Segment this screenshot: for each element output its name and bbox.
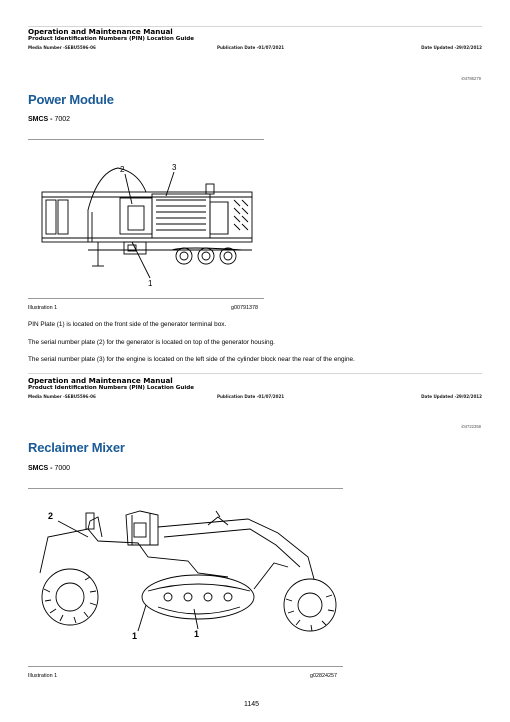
- caption-label: Illustration 1: [28, 673, 58, 679]
- header-rule: [28, 26, 482, 27]
- figure-bottom-rule: [28, 666, 343, 667]
- section-title: Reclaimer Mixer: [28, 440, 125, 455]
- callout-1: 1: [194, 629, 199, 639]
- smcs-code: SMCS - 7002: [28, 116, 71, 123]
- callout-1: 1: [132, 631, 137, 641]
- date-updated: Date Updated -29/02/2012: [421, 394, 482, 399]
- publication-date: Publication Date -01/07/2021: [217, 45, 285, 50]
- figure-top-rule: [28, 139, 264, 140]
- publication-date: Publication Date -01/07/2021: [217, 394, 285, 399]
- callout-1: 1: [148, 279, 153, 288]
- callout-2: 2: [120, 165, 125, 174]
- paragraph-2: The serial number plate (2) for the gene…: [28, 339, 275, 346]
- page-number: 1145: [244, 701, 260, 708]
- smcs-code: SMCS - 7000: [28, 465, 71, 472]
- section-title: Power Module: [28, 92, 114, 107]
- manual-title: Operation and Maintenance Manual: [28, 376, 173, 385]
- manual-title: Operation and Maintenance Manual: [28, 27, 173, 36]
- manual-subtitle: Product Identification Numbers (PIN) Loc…: [28, 385, 195, 391]
- doc-id: i04722358: [461, 424, 481, 429]
- caption-id: g00791378: [231, 305, 258, 311]
- caption-label: Illustration 1: [28, 305, 58, 311]
- caption-id: g02824257: [310, 673, 337, 679]
- date-updated: Date Updated -29/02/2012: [421, 45, 482, 50]
- figure-top-rule: [28, 488, 343, 489]
- paragraph-3: The serial number plate (3) for the engi…: [28, 356, 355, 363]
- paragraph-1: PIN Plate (1) is located on the front si…: [28, 321, 227, 328]
- callout-2: 2: [48, 511, 53, 521]
- media-number: Media Number -SEBU5596-06: [28, 394, 96, 399]
- callout-3: 3: [172, 163, 177, 172]
- figure-bottom-rule: [28, 298, 264, 299]
- media-number: Media Number -SEBU5596-06: [28, 45, 96, 50]
- header-rule: [28, 373, 482, 374]
- reclaimer-mixer-illustration: 2 1 1: [39, 510, 337, 641]
- manual-subtitle: Product Identification Numbers (PIN) Loc…: [28, 36, 195, 42]
- power-module-illustration: 2 3 1: [41, 163, 253, 288]
- doc-id: i04786279: [461, 76, 481, 81]
